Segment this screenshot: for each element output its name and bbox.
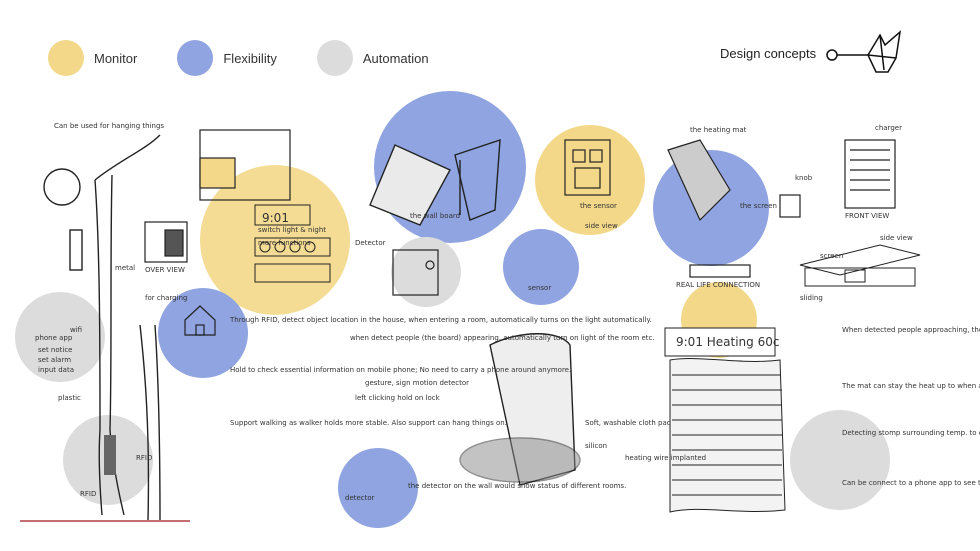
note-through-rfid: Through RFID, detect object location in … [229, 316, 652, 324]
label-side-view-top: side view [880, 234, 913, 242]
label-heating-mat: the heating mat [690, 126, 747, 134]
note-heating-mat: When detected people approaching, the he… [842, 326, 980, 334]
flexibility-circle-3 [503, 229, 579, 305]
screen-heating: 9:01 Heating 60c [676, 335, 779, 349]
label-side-view: side view [585, 222, 618, 230]
label-more-functions: more functions [258, 239, 311, 247]
legend-item-flexibility: Flexibility [177, 40, 277, 76]
note-connect-phone: Can be connect to a phone app to see the… [842, 479, 980, 487]
flexibility-circle-4 [338, 448, 418, 528]
label-real-life: REAL LIFE CONNECTION [676, 281, 760, 289]
automation-circle-3 [391, 237, 461, 307]
soft-pad-sketch [459, 333, 581, 486]
label-charger: charger [875, 124, 902, 132]
monitor-dot-icon [48, 40, 84, 76]
flexibility-dot-icon [177, 40, 214, 76]
label-the-sensor: the sensor [580, 202, 617, 210]
label-input-data: input data [38, 366, 74, 374]
sensor-box-sketch [564, 139, 611, 196]
wall-board-sketch [369, 139, 501, 226]
note-detector-wall: the detector on the wall would show stat… [408, 482, 626, 490]
walking-stick-sketch [20, 134, 190, 522]
label-heating-wire: heating wire implanted [625, 454, 706, 462]
note-detecting-temp: Detecting stomp surrounding temp. to cha… [842, 429, 980, 437]
heating-mat-sketch [667, 139, 896, 278]
automation-dot-icon [316, 40, 353, 76]
label-for-charging: for charging [145, 294, 187, 302]
label-the-screen: the screen [740, 202, 777, 210]
label-wall-board: the wall board [410, 212, 460, 220]
legend-item-automation: Automation [316, 40, 429, 76]
automation-circle-4 [790, 410, 890, 510]
note-when-detect: when detect people (the board) appearing… [350, 334, 655, 342]
label-phone-app: phone app [35, 334, 73, 342]
automation-circle-1 [15, 292, 105, 382]
label-silicon: silicon [585, 442, 607, 450]
label-knob: knob [795, 174, 813, 182]
legend-label-flexibility: Flexibility [223, 50, 277, 66]
monitor-circle-2 [535, 125, 645, 235]
legend: Monitor Flexibility Automation [48, 40, 469, 76]
note-can-be-used: Can be used for hanging things [54, 122, 164, 130]
label-sliding: sliding [800, 294, 823, 302]
label-rfid: RFID [80, 490, 96, 498]
legend-label-automation: Automation [362, 50, 429, 66]
label-set-notice: set notice [38, 346, 73, 354]
label-set-alarm: set alarm [38, 356, 71, 364]
note-hold-to-check: Hold to check essential information on m… [230, 366, 571, 374]
flexibility-circle-1 [158, 288, 248, 378]
screen-mockups [254, 204, 331, 283]
legend-item-monitor: Monitor [48, 40, 137, 76]
crane-logo-icon [826, 30, 902, 73]
label-plastic: plastic [58, 394, 81, 402]
layered-stack-sketch [664, 327, 786, 513]
note-soft-washable: Soft, washable cloth pad [585, 419, 671, 427]
side-view-diagram [799, 244, 921, 287]
legend-label-monitor: Monitor [94, 50, 138, 66]
header: Design concepts [720, 46, 816, 61]
label-wifi: wifi [70, 326, 82, 334]
note-left-clicking: left clicking hold on lock [355, 394, 441, 402]
note-support-walking: Support walking as walker holds more sta… [230, 419, 507, 427]
label-sensor: sensor [528, 284, 551, 292]
detector-box-sketch [392, 249, 439, 296]
label-over-view: OVER VIEW [145, 266, 185, 274]
label-detector-small: detector [345, 494, 375, 502]
label-screen: screen [820, 252, 843, 260]
label-metal: metal [115, 264, 135, 272]
note-gesture: gesture, sign motion detector [365, 379, 469, 387]
screen-time: 9:01 [262, 211, 289, 225]
label-front-view: FRONT VIEW [845, 212, 889, 220]
monitor-circle-1 [200, 165, 350, 315]
note-mat-can-stay: The mat can stay the heat up to when a n… [841, 382, 980, 390]
overview-device-sketch [144, 129, 291, 263]
house-icon [184, 305, 216, 336]
note-switch-light: switch light & night [258, 226, 326, 234]
label-detector: Detector [355, 239, 386, 247]
label-rfid-2: RFID [136, 454, 152, 462]
page-title: Design concepts [720, 46, 817, 61]
